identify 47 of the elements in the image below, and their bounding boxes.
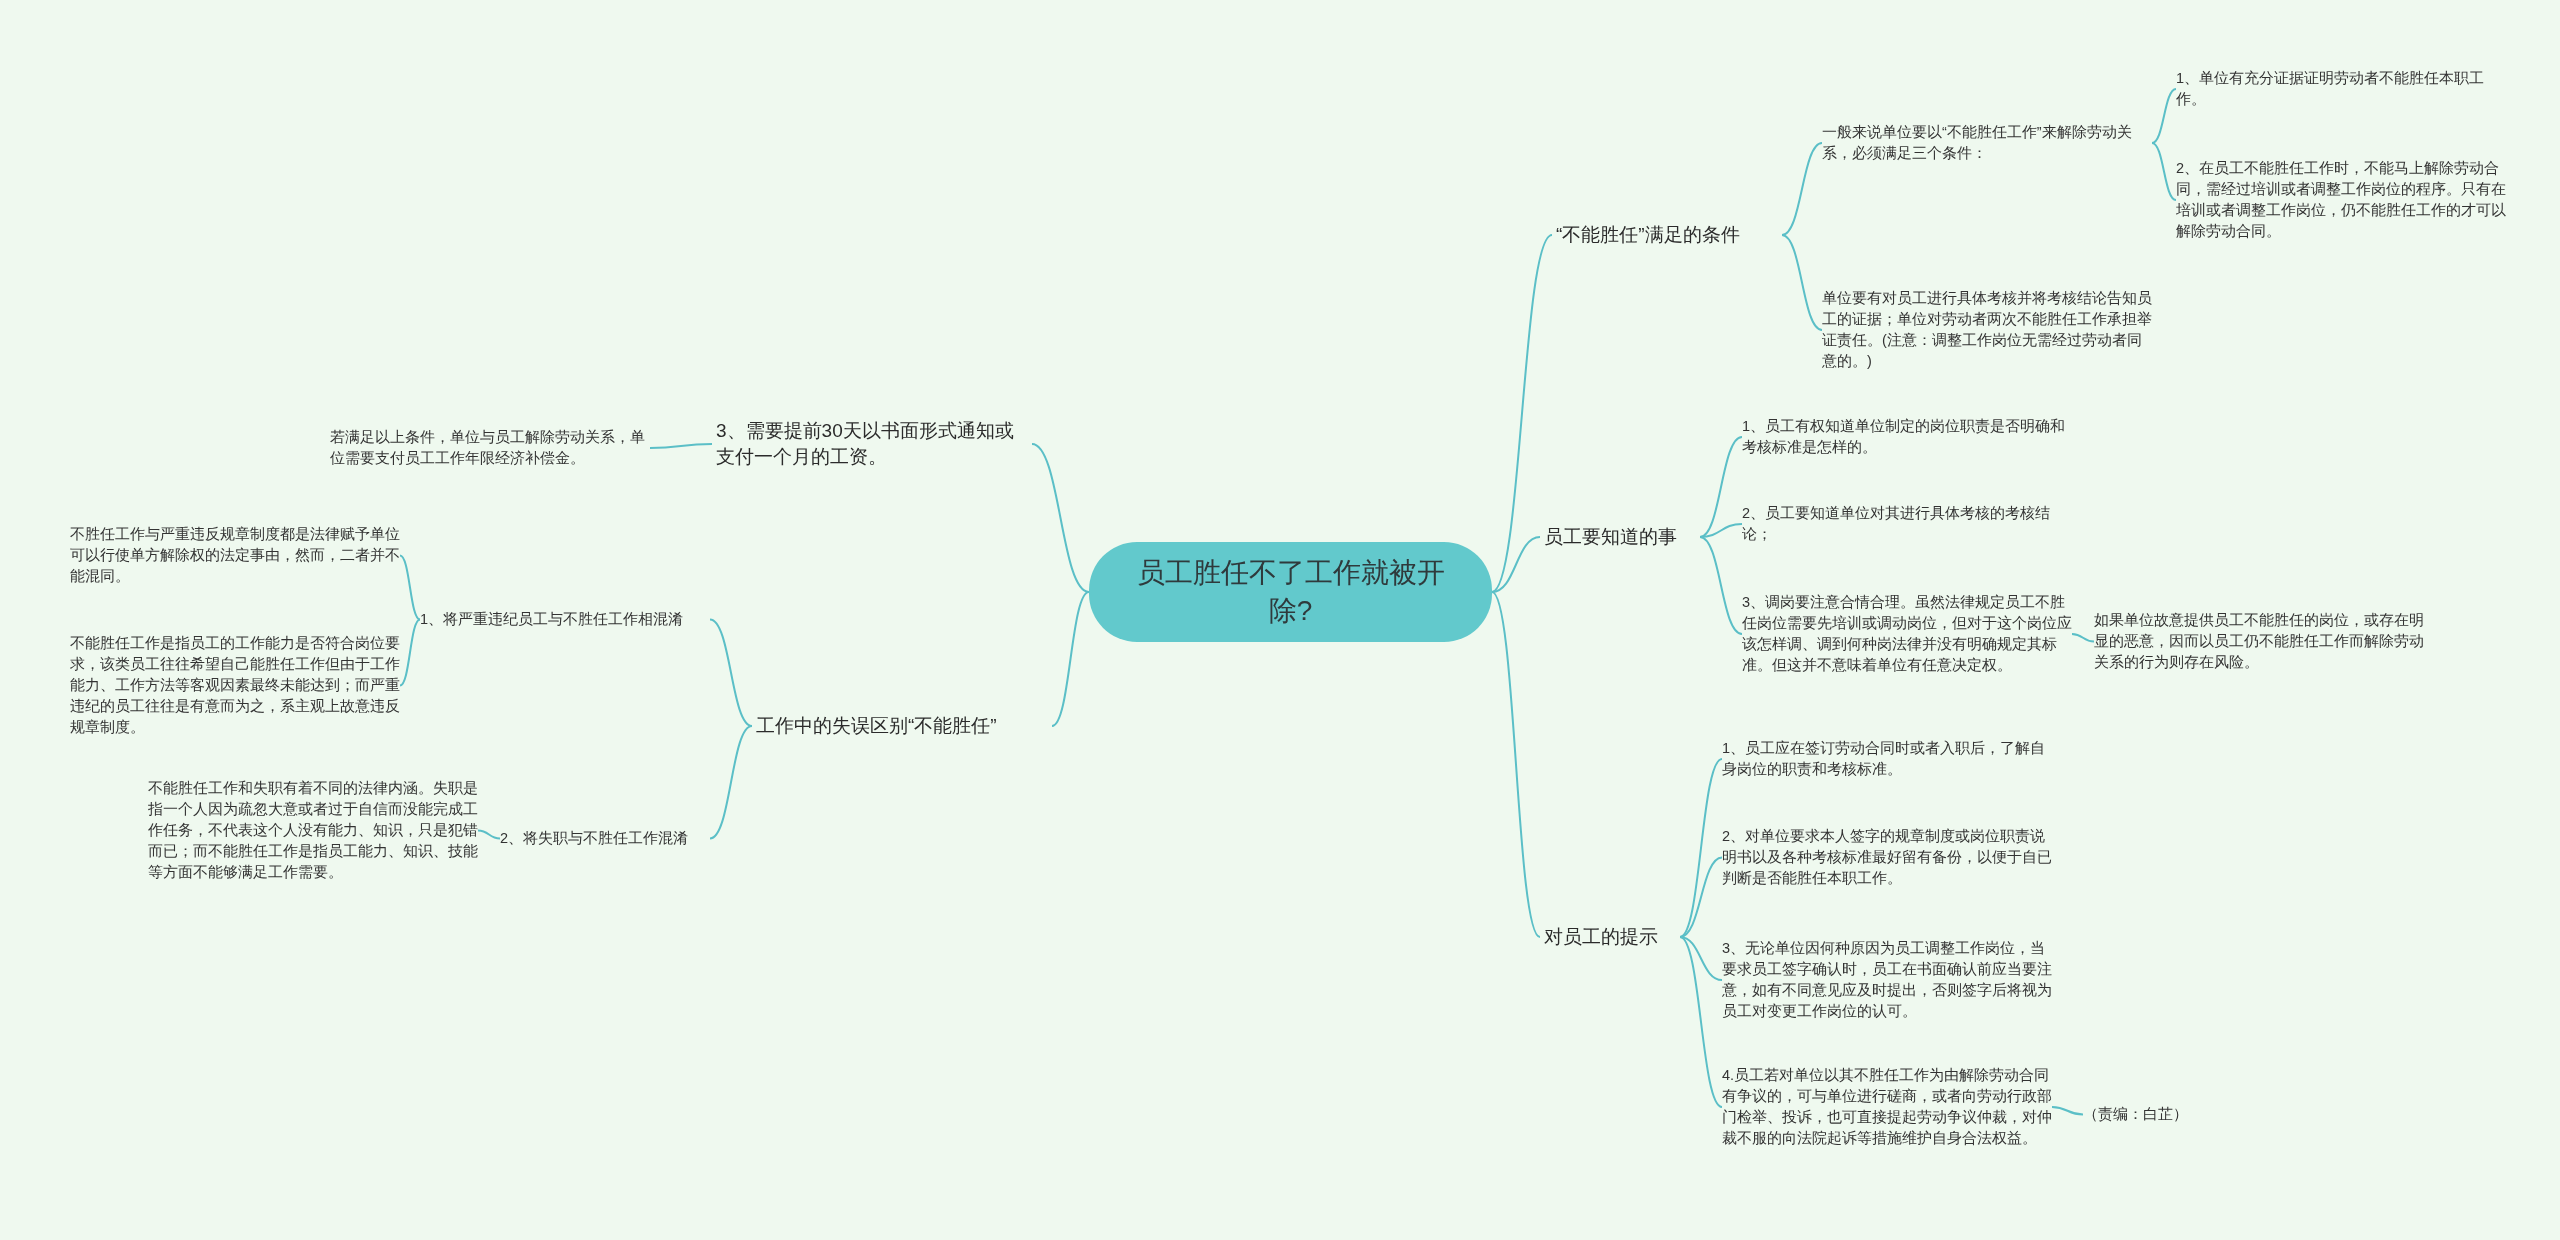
detail-text: 4.员工若对单位以其不胜任工作为由解除劳动合同有争议的，可与单位进行磋商，或者向劳动行政部门检举、投诉，也可直接提起劳动争议仲裁，对仲裁不服的向法院起诉等措施维护自身合法权益。	[1722, 1065, 2052, 1149]
detail-text: 单位要有对员工进行具体考核并将考核结论告知员工的证据；单位对劳动者两次不能胜任工作承担举证责任。(注意：调整工作岗位无需经过劳动者同意的。)	[1822, 288, 2152, 372]
connector-line	[2071, 633, 2095, 643]
connector-line	[1679, 936, 1723, 1108]
connector-line	[1781, 234, 1823, 331]
connector-line	[709, 725, 753, 840]
detail-text: 1、员工应在签订劳动合同时或者入职后，了解自身岗位的职责和考核标准。	[1722, 738, 2052, 780]
detail-text: 如果单位故意提供员工不能胜任的岗位，或存在明显的恶意，因而以员工仍不能胜任工作而解除劳动关系的行为则存在风险。	[2094, 610, 2424, 673]
connector-line	[399, 554, 421, 621]
branch-topic: “不能胜任”满足的条件	[1552, 222, 1782, 248]
connector-line	[1031, 443, 1090, 593]
detail-text: 1、员工有权知道单位制定的岗位职责是否明确和考核标准是怎样的。	[1742, 416, 2072, 458]
connector-line	[1051, 591, 1090, 727]
branch-topic: 工作中的失误区别“不能胜任”	[752, 713, 1052, 739]
branch-topic: 3、需要提前30天以书面形式通知或支付一个月的工资。	[712, 418, 1032, 470]
detail-text: 2、将失职与不胜任工作混淆	[500, 828, 710, 849]
connector-line	[1491, 591, 1541, 938]
detail-text: （责编：白芷）	[2083, 1104, 2193, 1125]
detail-text: 1、将严重违纪员工与不胜任工作相混淆	[420, 609, 710, 630]
connector-line	[1781, 142, 1823, 236]
connector-line	[1679, 856, 1723, 938]
connector-line	[477, 829, 501, 840]
detail-text: 3、调岗要注意合情合理。虽然法律规定员工不胜任岗位需要先培训或调动岗位，但对于这个岗位应该怎样调、调到何种岗法律并没有明确规定其标准。但这并不意味着单位有任意决定权。	[1742, 592, 2072, 676]
detail-text: 若满足以上条件，单位与员工解除劳动关系，单位需要支付员工工作年限经济补偿金。	[330, 427, 650, 469]
branch-topic: 对员工的提示	[1540, 924, 1680, 950]
detail-text: 2、对单位要求本人签字的规章制度或岗位职责说明书以及各种考核标准最好留有备份，以便于自已判断是否能胜任本职工作。	[1722, 826, 2052, 889]
connector-line	[2051, 1106, 2084, 1116]
detail-text: 3、无论单位因何种原因为员工调整工作岗位，当要求员工签字确认时，员工在书面确认前应当要注意，如有不同意见应及时提出，否则签字后将视为员工对变更工作岗位的认可。	[1722, 938, 2052, 1022]
connector-line	[1491, 536, 1541, 593]
detail-text: 2、在员工不能胜任工作时，不能马上解除劳动合同，需经过培训或者调整工作岗位的程序。只有在培训或者调整工作岗位，仍不能胜任工作的才可以解除劳动合同。	[2176, 158, 2506, 242]
connector-line	[649, 443, 713, 449]
detail-text: 不能胜任工作和失职有着不同的法律内涵。失职是指一个人因为疏忽大意或者过于自信而没能完成工作任务，不代表这个人没有能力、知识，只是犯错而已；而不能胜任工作是指员工能力、知识、技能等方面不能够满足工作需要。	[148, 778, 478, 883]
connector-line	[1679, 936, 1723, 981]
branch-topic: 员工要知道的事	[1540, 524, 1700, 550]
detail-text: 2、员工要知道单位对其进行具体考核的考核结论；	[1742, 503, 2072, 545]
connector-line	[399, 618, 421, 687]
detail-text: 1、单位有充分证据证明劳动者不能胜任本职工作。	[2176, 68, 2506, 110]
connector-line	[709, 618, 753, 727]
connector-line	[2151, 142, 2177, 201]
detail-text: 一般来说单位要以“不能胜任工作”来解除劳动关系，必须满足三个条件：	[1822, 122, 2152, 164]
connector-line	[1699, 436, 1743, 538]
connector-line	[1699, 536, 1743, 635]
detail-text: 不能胜任工作是指员工的工作能力是否符合岗位要求，该类员工往往希望自己能胜任工作但由于工作能力、工作方法等客观因素最终未能达到；而严重违纪的员工往往是有意而为之，系主观上故意违反规章制度。	[70, 633, 400, 738]
connector-line	[1491, 234, 1553, 593]
connector-line	[2151, 88, 2177, 144]
detail-text: 不胜任工作与严重违反规章制度都是法律赋予单位可以行使单方解除权的法定事由，然而，二者并不能混同。	[70, 524, 400, 587]
central-topic: 员工胜任不了工作就被开除?	[1089, 542, 1492, 642]
